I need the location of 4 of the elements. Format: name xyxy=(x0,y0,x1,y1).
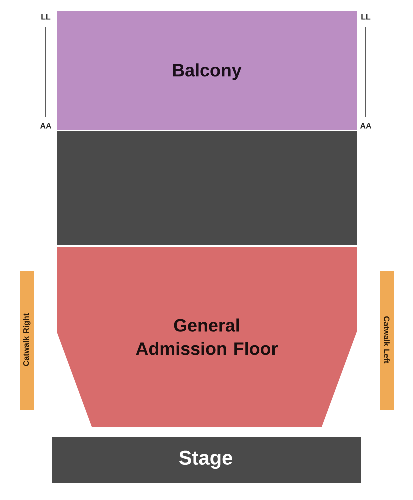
stage-block: Stage xyxy=(52,437,361,483)
floor-section: General Admission Floor xyxy=(57,247,357,427)
seating-section xyxy=(57,131,357,245)
balcony-section: Balcony xyxy=(57,11,357,130)
